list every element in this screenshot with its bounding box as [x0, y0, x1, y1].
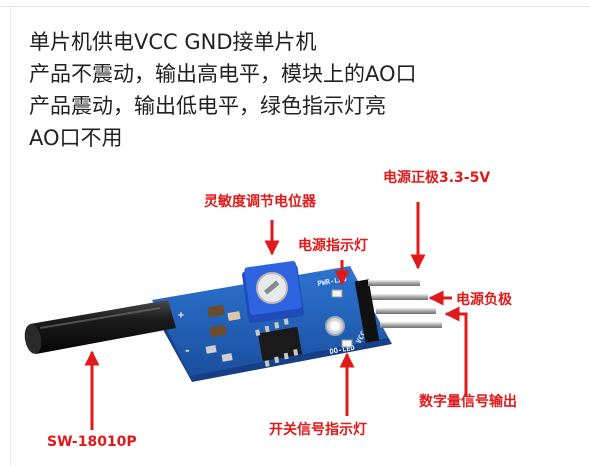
pin-gnd	[372, 294, 428, 300]
pin-vcc	[368, 280, 420, 286]
description-text: 单片机供电VCC GND接单片机 产品不震动，输出高电平，模块上的AO口 产品震…	[29, 26, 417, 154]
label-digital-output: 数字量信号输出	[419, 393, 517, 410]
comparator-chip	[255, 318, 303, 367]
smd-components	[205, 305, 241, 362]
silk-minus: -	[184, 344, 191, 357]
label-sensor-model: SW-18010P	[47, 434, 137, 450]
label-sensitivity: 灵敏度调节电位器	[204, 193, 317, 210]
pin-ao	[380, 322, 442, 328]
description-line-2: 产品不震动，输出高电平，模块上的AO口	[29, 62, 417, 86]
label-power-positive: 电源正极3.3-5V	[383, 169, 490, 186]
sensor-module-photo: PWR-LED DO-LED VCC GND DO AO + -	[24, 169, 517, 450]
power-led	[331, 289, 343, 298]
arrow-digital-output	[444, 306, 468, 396]
switch-led	[341, 339, 353, 348]
description-line-1: 单片机供电VCC GND接单片机	[29, 30, 317, 54]
left-divider	[10, 7, 11, 466]
label-power-led: 电源指示灯	[298, 237, 368, 254]
label-power-negative: 电源负极	[456, 291, 513, 308]
label-switch-led: 开关信号指示灯	[269, 421, 367, 438]
pin-do	[376, 308, 436, 314]
silk-plus: +	[178, 310, 184, 321]
top-divider	[0, 6, 590, 7]
description-line-3: 产品震动，输出低电平，绿色指示灯亮	[29, 94, 386, 118]
potentiometer	[242, 261, 304, 324]
description-line-4: AO口不用	[29, 126, 123, 150]
pin-header	[354, 279, 442, 343]
vibration-sensor-tube	[24, 300, 176, 354]
